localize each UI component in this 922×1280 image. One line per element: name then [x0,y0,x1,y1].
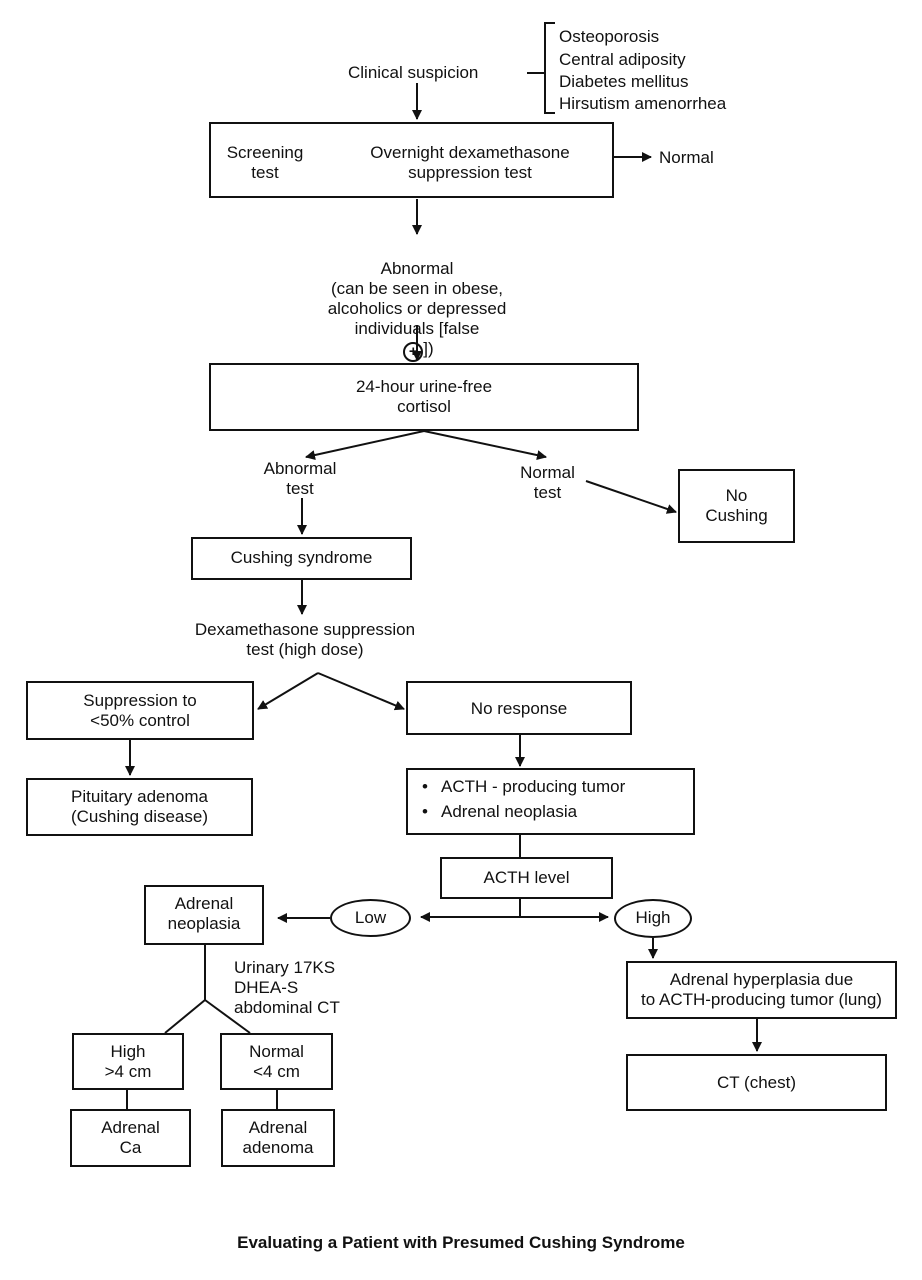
low-label: Low [354,908,387,927]
feature-osteoporosis: Osteoporosis [559,27,660,46]
high-dose-test: Dexamethasone suppression test (high dos… [194,620,416,659]
urine-test: 24-hour urine-free cortisol [355,377,493,416]
pituitary-adenoma: Pituitary adenoma (Cushing disease) [70,787,209,826]
ct-chest-box [626,1054,887,1111]
adrenal-workup: Urinary 17KS DHEA-S abdominal CT [234,958,340,1017]
cause-adrenal-neoplasia: Adrenal neoplasia [441,802,578,821]
normal-test: Normal test [520,463,575,502]
ct-chest: CT (chest) [716,1073,797,1092]
no-cushing: No Cushing [705,486,768,525]
adrenal-ca: Adrenal Ca [101,1118,160,1157]
abnormal-note-text: Abnormal (can be seen in obese, alcoholi… [327,259,507,338]
clinical-suspicion: Clinical suspicion [348,63,479,82]
cause-bullet-1: • [422,777,428,796]
high-ellipse [614,899,692,938]
cause-acth-tumor: ACTH - producing tumor [441,777,626,796]
acth-level: ACTH level [483,868,570,887]
features-bracket [527,22,555,114]
low-ellipse [330,899,411,937]
acth-level-box [440,857,613,899]
no-response: No response [470,699,568,718]
adrenal-neoplasia-box [144,885,264,945]
suppression-box [26,681,254,740]
suppression: Suppression to <50% control [83,691,197,730]
normal-size: Normal <4 cm [249,1042,304,1081]
abnormal-test: Abnormal test [263,459,337,498]
causes-box [406,768,695,835]
urine-test-box [209,363,639,431]
normal-size-box [220,1033,333,1090]
screening-test: Overnight dexamethasone suppression test [370,143,570,182]
cushing-syndrome-box [191,537,412,580]
figure-caption: Evaluating a Patient with Presumed Cushi… [237,1233,685,1252]
adrenal-hyperplasia: Adrenal hyperplasia due to ACTH-producin… [641,970,882,1009]
screening-box [209,122,614,198]
feature-hirsutism: Hirsutism amenorrhea [559,94,727,113]
adrenal-ca-box [70,1109,191,1167]
plus-symbol: + [408,343,418,360]
high-size-box [72,1033,184,1090]
normal-result: Normal [659,148,714,167]
high-size: High >4 cm [104,1042,152,1081]
abnormal-note: Abnormal (can be seen in obese, alcoholi… [250,239,584,362]
adrenal-neoplasia: Adrenal neoplasia [167,894,241,933]
no-response-box [406,681,632,735]
cause-bullet-2: • [422,802,428,821]
screening-label: Screening test [226,143,304,182]
feature-diabetes: Diabetes mellitus [559,72,689,91]
high-label: High [635,908,671,927]
cushing-syndrome: Cushing syndrome [230,548,373,567]
pituitary-box [26,778,253,836]
false-positive-plus-icon: + [403,342,424,362]
feature-central-adiposity: Central adiposity [559,50,686,69]
abnormal-note-end: ]) [423,339,434,358]
no-cushing-box [678,469,795,543]
adrenal-adenoma: Adrenal adenoma [242,1118,314,1157]
adrenal-adenoma-box [221,1109,335,1167]
hyperplasia-box [626,961,897,1019]
